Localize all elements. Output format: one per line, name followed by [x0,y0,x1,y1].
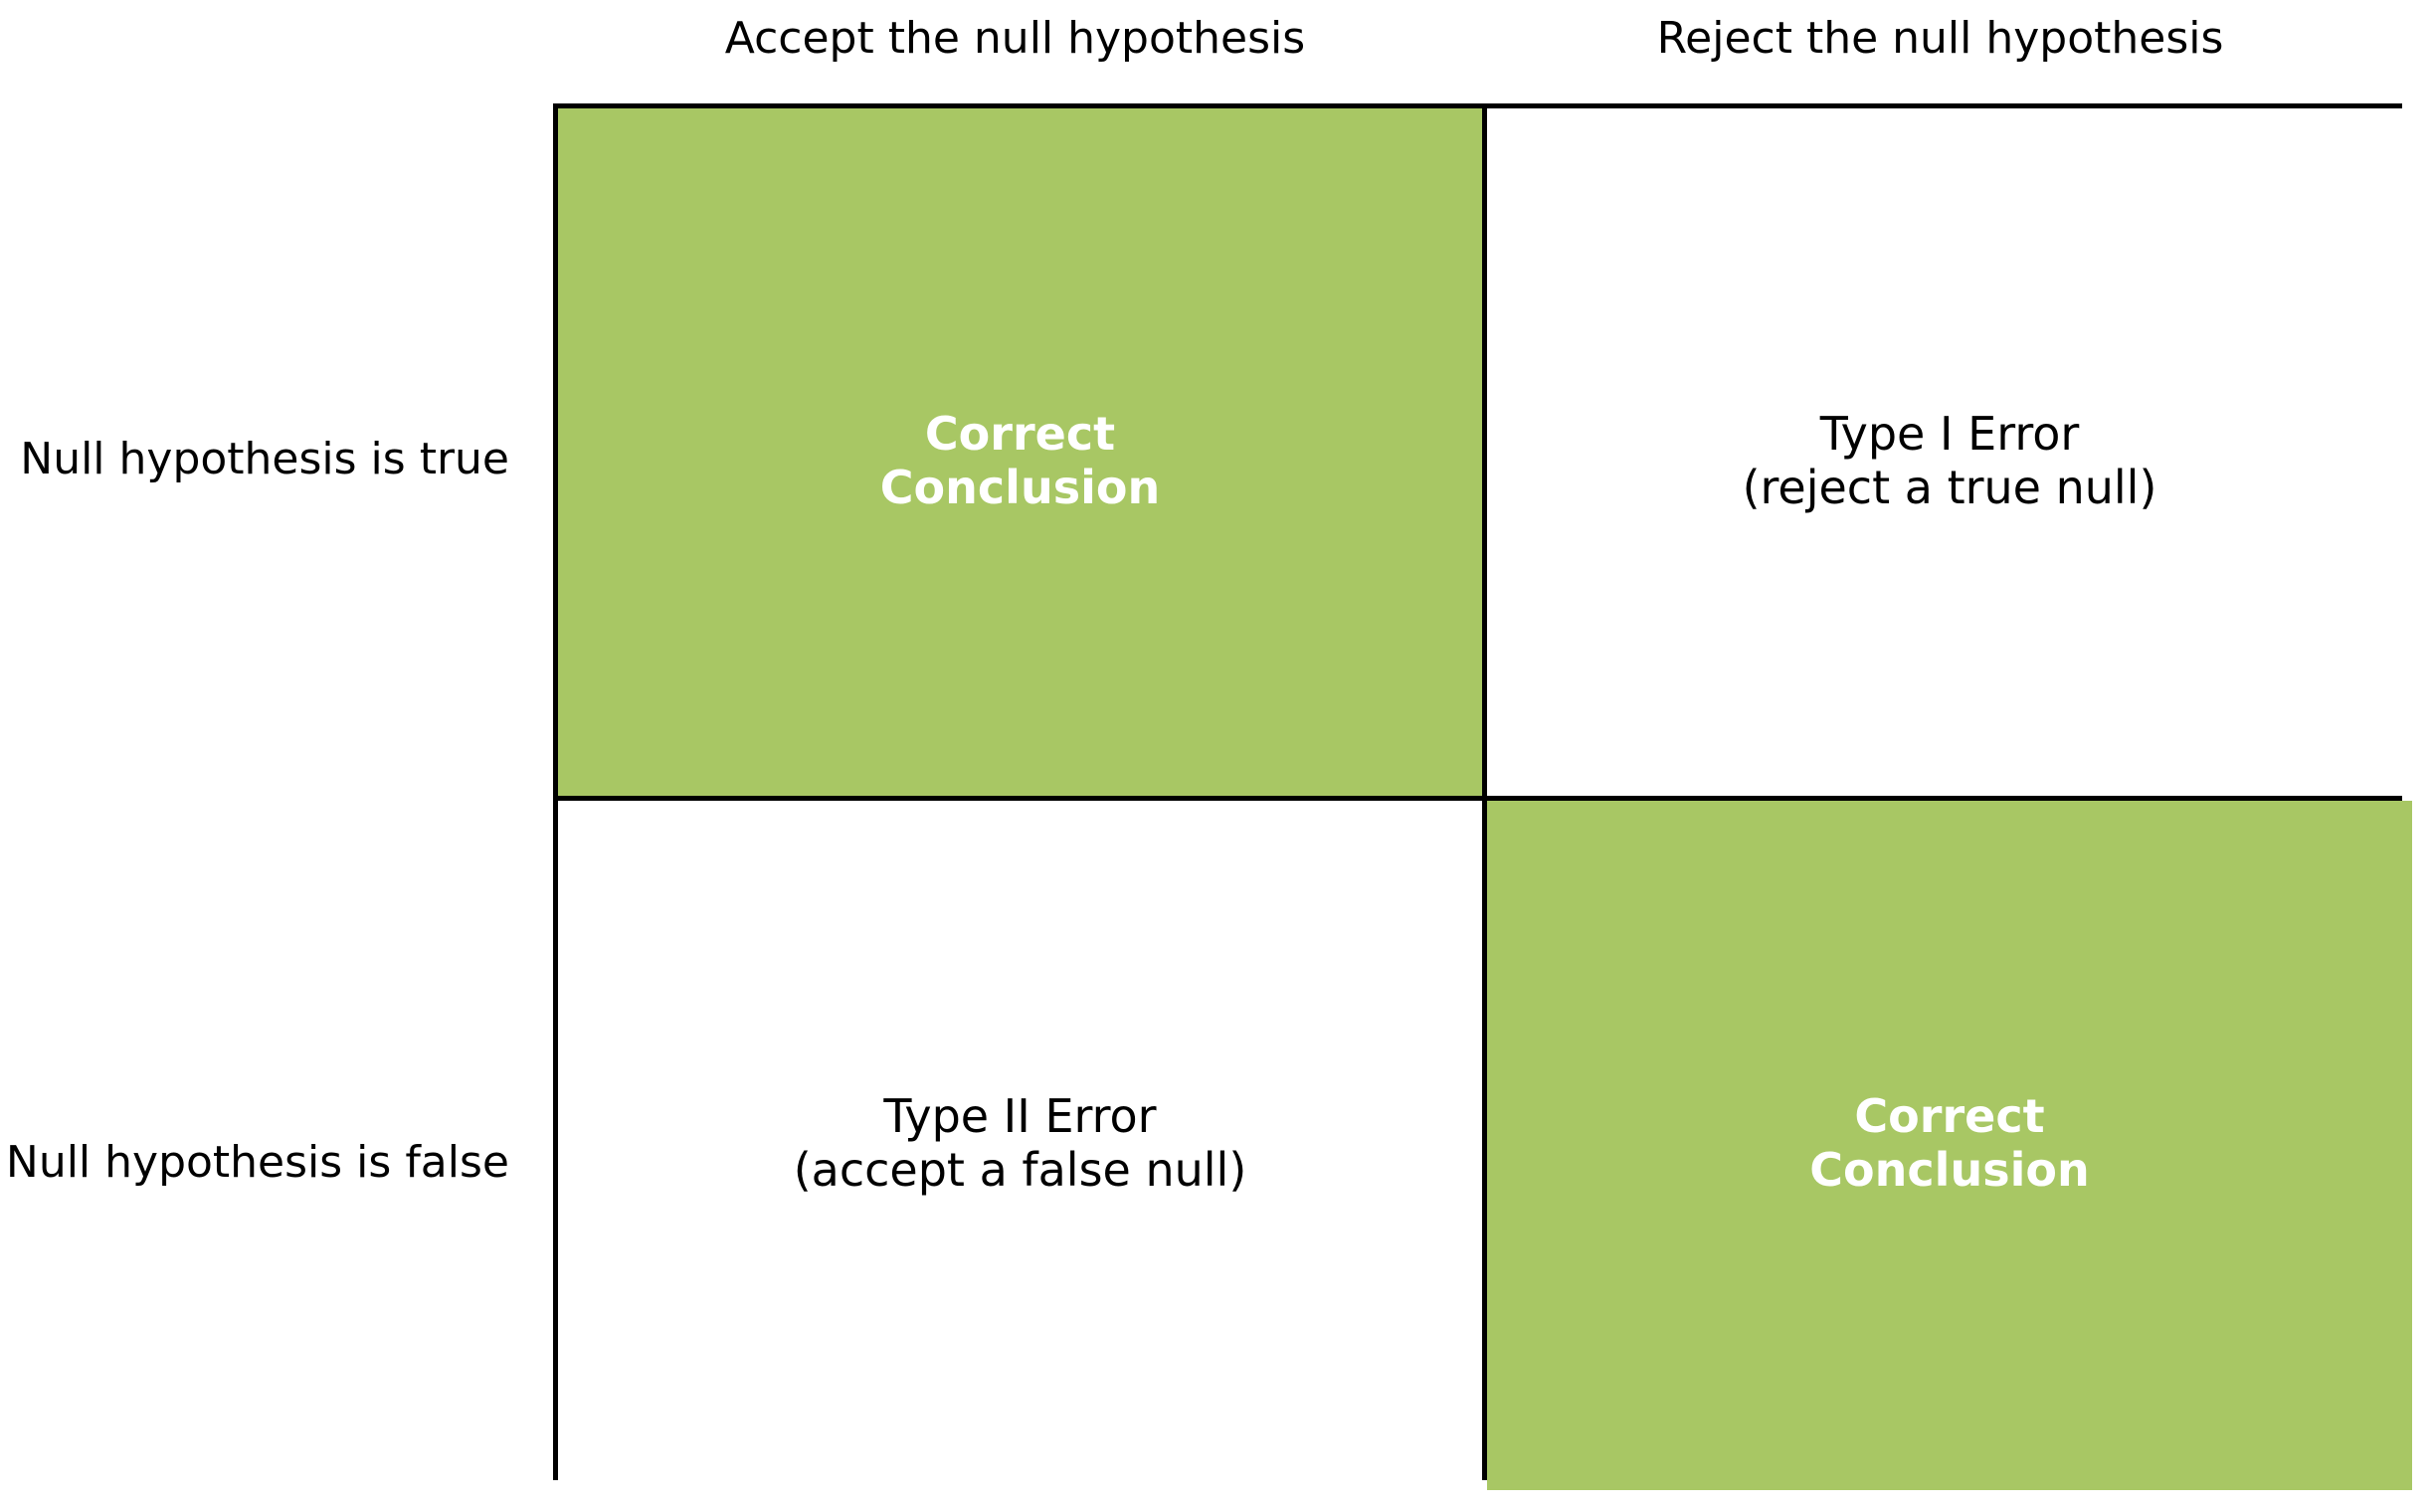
row-header-null-false: Null hypothesis is false [5,1137,509,1188]
cell-label: Correct Conclusion [1809,1089,2090,1197]
cell-label: Type I Error (reject a true null) [1742,407,2157,514]
cell-correct-conclusion-reject-false: Correct Conclusion [1487,801,2412,1490]
row-header-null-true: Null hypothesis is true [20,434,509,484]
column-header-reject-null: Reject the null hypothesis [1656,13,2224,64]
cell-type-1-error: Type I Error (reject a true null) [1487,108,2412,796]
cell-label: Type II Error (accept a false null) [793,1089,1247,1197]
matrix-grid: Correct Conclusion Type I Error (reject … [553,103,2412,1490]
column-header-accept-null: Accept the null hypothesis [724,13,1306,64]
cell-type-2-error: Type II Error (accept a false null) [558,801,1482,1490]
cell-label: Correct Conclusion [879,407,1161,514]
cell-correct-conclusion-accept-true: Correct Conclusion [558,108,1482,796]
